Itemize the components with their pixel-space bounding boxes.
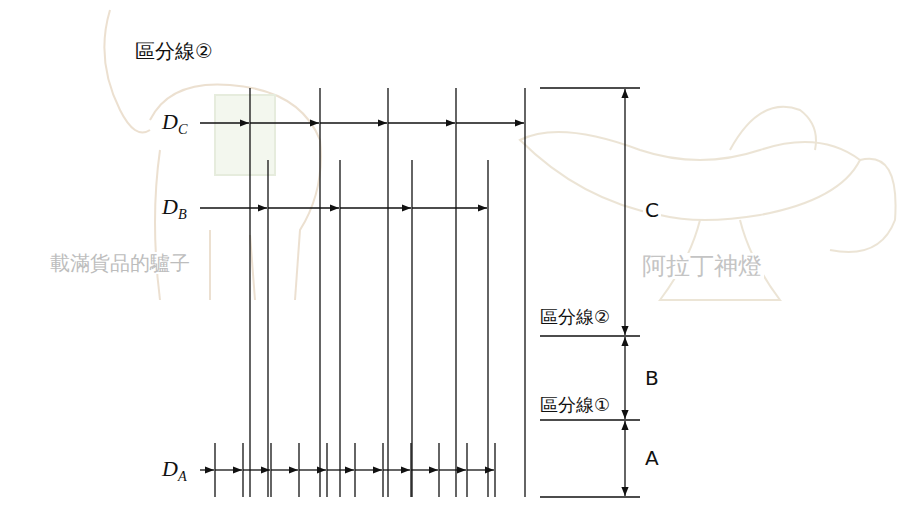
division-line-label: 區分線② bbox=[133, 40, 215, 62]
division-line-label: 區分線① bbox=[538, 395, 612, 415]
division-lines bbox=[215, 88, 525, 497]
flow-label: DC bbox=[160, 110, 189, 134]
flow-arrows bbox=[200, 123, 524, 470]
watermark-text: 阿拉丁神燈 bbox=[640, 253, 764, 279]
watermark-text: 載滿貨品的驢子 bbox=[48, 252, 192, 274]
region-label: B bbox=[643, 367, 661, 389]
dimension-lines bbox=[540, 88, 640, 497]
flow-label: DB bbox=[160, 195, 189, 219]
region-label: C bbox=[643, 199, 661, 221]
division-line-label: 區分線② bbox=[538, 307, 612, 327]
watermark-lamp bbox=[520, 107, 896, 300]
region-label: A bbox=[643, 447, 661, 469]
flow-label: DA bbox=[160, 457, 189, 481]
